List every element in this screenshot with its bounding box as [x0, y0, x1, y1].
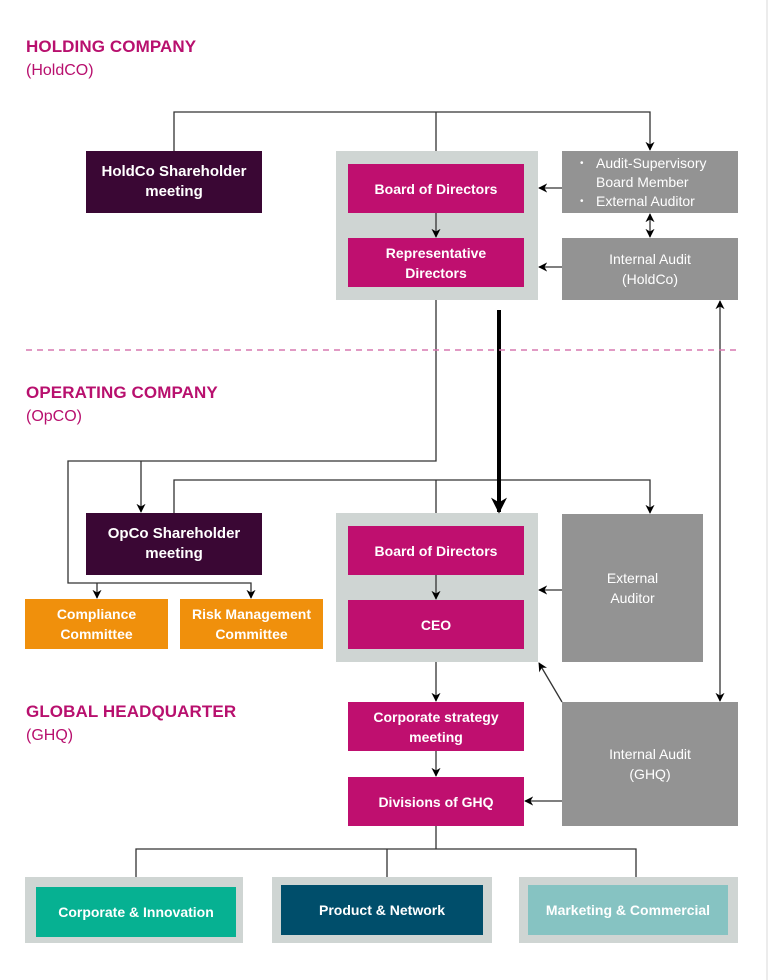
opco-shareholder-meeting-label: OpCo Shareholder meeting — [107, 525, 241, 562]
unit-label: Marketing & Commercial — [545, 902, 711, 918]
rep-to-opco — [67, 300, 437, 599]
audit-supervisory-box[interactable]: Audit-Supervisory Board Member External … — [562, 151, 738, 213]
ghq-internal-audit[interactable]: Internal Audit (GHQ) — [562, 702, 738, 826]
audit-list: Audit-Supervisory Board Member External … — [580, 154, 707, 211]
compliance-committee[interactable]: Compliance Committee — [25, 599, 168, 649]
holdco-internal-audit-sub: (HoldCo) — [621, 271, 678, 287]
compliance-committee-label: Compliance Committee — [56, 606, 137, 642]
opco-top-line — [173, 479, 655, 514]
holdco-board-label: Board of Directors — [374, 180, 498, 197]
divisions-tree — [135, 826, 637, 877]
unit-product-network[interactable]: Product & Network — [281, 885, 483, 935]
ceo-box[interactable]: CEO — [348, 600, 524, 649]
ghq-internal-audit-sub: (GHQ) — [629, 766, 671, 782]
ghq-section-subtitle: (GHQ) — [26, 727, 74, 744]
divisions-of-ghq[interactable]: Divisions of GHQ — [348, 777, 524, 826]
unit-corporate-innovation[interactable]: Corporate & Innovation — [36, 887, 236, 937]
holdco-section-title: HOLDING COMPANY — [26, 37, 197, 56]
representative-directors-label: Representative Directors — [385, 244, 487, 281]
external-auditor-label-2: Auditor — [610, 590, 655, 606]
corporate-strategy-meeting[interactable]: Corporate strategy meeting — [348, 702, 524, 751]
holdco-shareholder-meeting[interactable]: HoldCo Shareholder meeting — [86, 151, 262, 213]
right-edge — [766, 0, 768, 980]
holdco-section-subtitle: (HoldCO) — [26, 62, 94, 79]
unit-label: Corporate & Innovation — [58, 904, 214, 920]
ghq-section-title: GLOBAL HEADQUARTER — [26, 702, 237, 721]
holdco-board-of-directors[interactable]: Board of Directors — [348, 164, 524, 213]
opco-section-title: OPERATING COMPANY — [26, 383, 218, 402]
holdco-internal-audit-label: Internal Audit — [609, 251, 691, 267]
ceo-label: CEO — [420, 616, 452, 633]
holdco-shareholder-meeting-label: HoldCo Shareholder meeting — [101, 163, 247, 200]
opco-board-label: Board of Directors — [374, 542, 498, 559]
audit-list-item: External Auditor — [580, 192, 707, 211]
opco-board-of-directors[interactable]: Board of Directors — [348, 526, 524, 575]
opco-external-auditor[interactable]: External Auditor — [562, 514, 703, 662]
holdco-representative-directors[interactable]: Representative Directors — [348, 238, 524, 287]
external-auditor-label: External — [606, 570, 659, 586]
audit-list-item: Audit-Supervisory — [580, 154, 706, 173]
unit-label: Product & Network — [318, 902, 445, 918]
divisions-label: Divisions of GHQ — [378, 793, 494, 810]
ghq-internal-audit-label: Internal Audit — [609, 746, 691, 762]
holdco-top-line — [173, 111, 655, 151]
ghq-audit-to-ceo-panel — [538, 662, 563, 703]
risk-management-committee[interactable]: Risk Management Committee — [180, 599, 323, 649]
strategy-meeting-label: Corporate strategy meeting — [373, 708, 499, 745]
opco-shareholder-meeting[interactable]: OpCo Shareholder meeting — [86, 513, 262, 575]
unit-marketing-commercial[interactable]: Marketing & Commercial — [528, 885, 728, 935]
opco-section-subtitle: (OpCO) — [26, 408, 82, 425]
audit-list-item-cont: Board Member — [596, 173, 689, 190]
risk-committee-label: Risk Management Committee — [191, 606, 312, 642]
holdco-internal-audit[interactable]: Internal Audit (HoldCo) — [562, 238, 738, 300]
